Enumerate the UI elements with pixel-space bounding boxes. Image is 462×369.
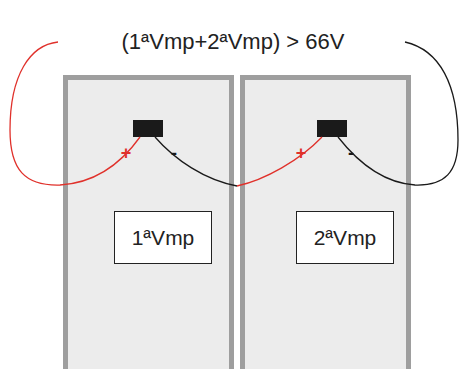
negative-wire <box>338 42 458 185</box>
polarity-sign: + <box>121 144 132 162</box>
solar-panel <box>66 78 232 369</box>
junction-box <box>133 120 163 137</box>
polarity-sign: - <box>171 144 177 162</box>
series-wire <box>237 137 322 186</box>
voltage-label: 1ªVmp <box>132 226 195 250</box>
junction-box <box>317 120 347 137</box>
negative-wire <box>155 137 237 186</box>
voltage-box: 1ªVmp <box>114 211 212 264</box>
voltage-condition: (1ªVmp+2ªVmp) > 66V <box>120 31 347 53</box>
polarity-sign: - <box>348 144 354 162</box>
voltage-box: 2ªVmp <box>296 211 394 264</box>
solar-panel <box>243 78 409 369</box>
voltage-label: 2ªVmp <box>314 226 377 250</box>
polarity-sign: + <box>296 144 307 162</box>
positive-wire <box>10 42 140 185</box>
